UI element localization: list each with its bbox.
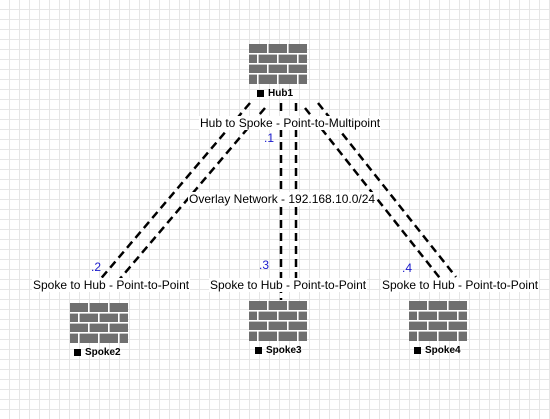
spoke2-address: .2	[91, 260, 102, 274]
square-bullet-icon	[74, 349, 81, 356]
link-hub1-spoke4-b	[317, 102, 457, 278]
overlay-network-label: Overlay Network - 192.168.10.0/24	[188, 192, 377, 206]
square-bullet-icon	[414, 347, 421, 354]
square-bullet-icon	[257, 90, 264, 97]
firewall-icon	[409, 301, 467, 341]
link-hub1-spoke2-a	[97, 102, 251, 283]
node-label-spoke2: Spoke2	[85, 347, 121, 358]
spoke2-to-hub-label: Spoke to Hub - Point-to-Point	[32, 278, 191, 292]
spoke4-to-hub-label: Spoke to Hub - Point-to-Point	[381, 278, 540, 292]
hub-to-spoke-label: Hub to Spoke - Point-to-Multipoint	[199, 116, 382, 130]
spoke4-address: .4	[402, 261, 413, 275]
firewall-icon	[70, 303, 128, 343]
hub1-address: .1	[264, 131, 275, 145]
node-label-spoke4: Spoke4	[425, 345, 461, 356]
firewall-icon	[249, 44, 307, 84]
node-label-hub1: Hub1	[268, 88, 293, 99]
spoke3-address: .3	[259, 258, 270, 272]
square-bullet-icon	[255, 347, 262, 354]
node-label-spoke3: Spoke3	[266, 345, 302, 356]
spoke3-to-hub-label: Spoke to Hub - Point-to-Point	[209, 278, 368, 292]
firewall-icon	[249, 301, 307, 341]
